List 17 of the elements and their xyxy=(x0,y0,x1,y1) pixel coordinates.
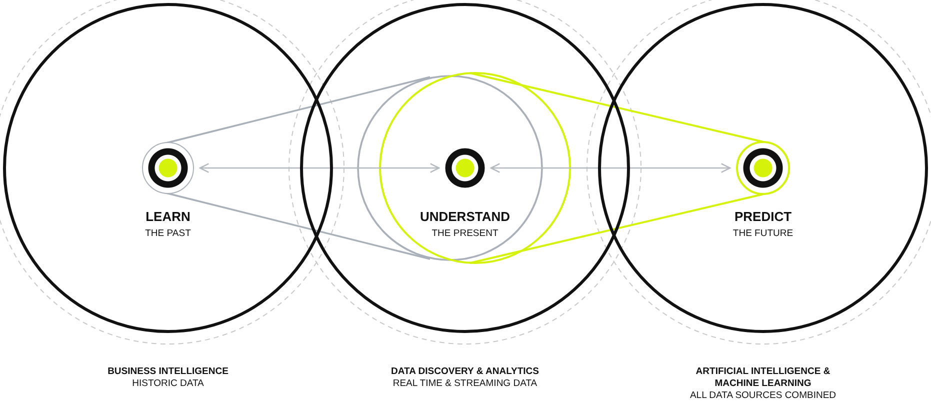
stage-title: LEARN xyxy=(146,209,190,224)
category-title: DATA DISCOVERY & ANALYTICS xyxy=(391,366,539,378)
target-icon xyxy=(736,141,790,195)
category-subtitle: HISTORIC DATA xyxy=(132,378,204,390)
stage-title: PREDICT xyxy=(734,209,792,224)
target-icon xyxy=(142,142,194,194)
category-title: BUSINESS INTELLIGENCE xyxy=(108,366,228,378)
stage-subtitle: THE PRESENT xyxy=(432,228,498,239)
target-icon xyxy=(445,148,485,188)
category-subtitle: REAL TIME & STREAMING DATA xyxy=(392,378,538,390)
stage-title: UNDERSTAND xyxy=(420,209,510,224)
double-arrow xyxy=(490,163,731,173)
stage-subtitle: THE FUTURE xyxy=(732,228,794,239)
double-arrow xyxy=(199,163,440,173)
category-subtitle: ALL DATA SOURCES COMBINED xyxy=(690,390,836,402)
stage-subtitle: THE PAST xyxy=(145,228,191,239)
category-title: ARTIFICIAL INTELLIGENCE & MACHINE LEARNING xyxy=(694,366,832,390)
